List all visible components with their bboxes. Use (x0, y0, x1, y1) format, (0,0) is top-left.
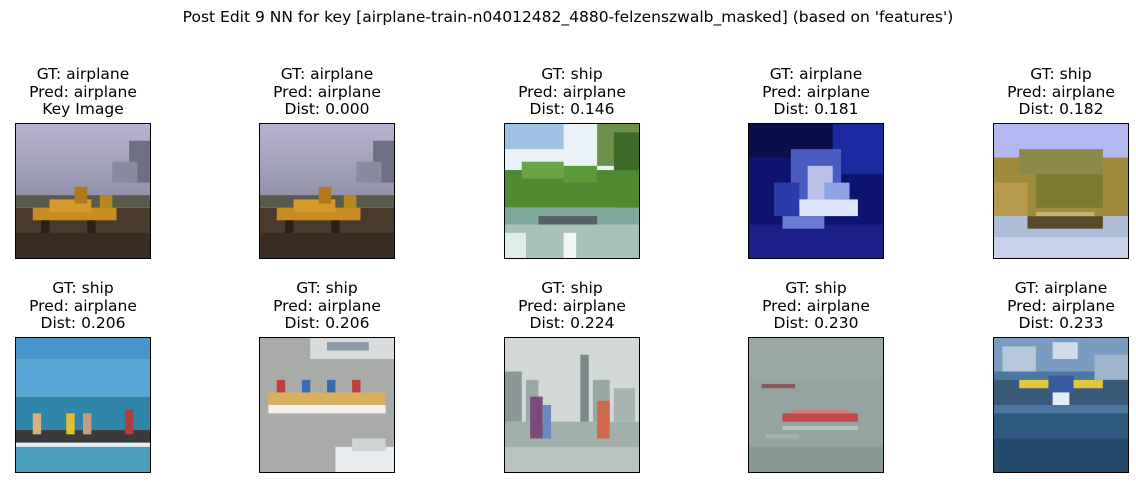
pred-label: Pred: airplane (29, 82, 137, 101)
gt-label: GT: ship (541, 279, 603, 297)
pred-label: Pred: airplane (1007, 82, 1115, 101)
gt-label: GT: airplane (769, 65, 863, 83)
thumbnail-image (504, 337, 640, 473)
thumbnail-image (15, 123, 151, 259)
thumbnail-image (748, 123, 884, 259)
thumbnail-image (259, 337, 395, 473)
thumbnail-image (504, 123, 640, 259)
dist-label: Dist: 0.146 (529, 100, 615, 118)
pred-label: Pred: airplane (762, 82, 870, 101)
panel-caption: GT: airplane Pred: airplane Dist: 0.233 (933, 279, 1136, 333)
pred-label: Pred: airplane (518, 82, 626, 101)
dist-label: Dist: 0.224 (529, 314, 615, 332)
dist-label: Dist: 0.206 (284, 314, 370, 332)
gt-label: GT: ship (296, 279, 358, 297)
pred-label: Pred: airplane (273, 82, 381, 101)
thumbnail-image (15, 337, 151, 473)
thumbnail-image (748, 337, 884, 473)
panel-caption: GT: ship Pred: airplane Dist: 0.206 (0, 279, 211, 333)
panel-caption: GT: airplane Pred: airplane Dist: 0.000 (199, 65, 455, 119)
gt-label: GT: ship (541, 65, 603, 83)
dist-label: Dist: 0.000 (284, 100, 370, 118)
dist-label: Dist: 0.182 (1018, 100, 1104, 118)
pred-label: Pred: airplane (518, 296, 626, 315)
gt-label: GT: airplane (36, 65, 130, 83)
key-image-label: Key Image (42, 100, 124, 118)
gt-label: GT: ship (52, 279, 114, 297)
figure-title: Post Edit 9 NN for key [airplane-train-n… (182, 8, 954, 26)
gt-label: GT: airplane (1014, 279, 1108, 297)
panel-caption: GT: ship Pred: airplane Dist: 0.230 (688, 279, 944, 333)
gt-label: GT: airplane (280, 65, 374, 83)
dist-label: Dist: 0.206 (40, 314, 126, 332)
panel-caption: GT: airplane Pred: airplane Dist: 0.181 (688, 65, 944, 119)
dist-label: Dist: 0.233 (1018, 314, 1104, 332)
pred-label: Pred: airplane (273, 296, 381, 315)
panel-caption: GT: ship Pred: airplane Dist: 0.206 (199, 279, 455, 333)
panel-caption: GT: ship Pred: airplane Dist: 0.182 (933, 65, 1136, 119)
pred-label: Pred: airplane (29, 296, 137, 315)
pred-label: Pred: airplane (1007, 296, 1115, 315)
gt-label: GT: ship (1030, 65, 1092, 83)
thumbnail-image (993, 123, 1129, 259)
dist-label: Dist: 0.230 (773, 314, 859, 332)
dist-label: Dist: 0.181 (773, 100, 859, 118)
pred-label: Pred: airplane (762, 296, 870, 315)
panel-caption: GT: airplane Pred: airplane Key Image (0, 65, 211, 119)
panel-caption: GT: ship Pred: airplane Dist: 0.146 (444, 65, 700, 119)
panel-caption: GT: ship Pred: airplane Dist: 0.224 (444, 279, 700, 333)
gt-label: GT: ship (785, 279, 847, 297)
thumbnail-image (259, 123, 395, 259)
thumbnail-image (993, 337, 1129, 473)
